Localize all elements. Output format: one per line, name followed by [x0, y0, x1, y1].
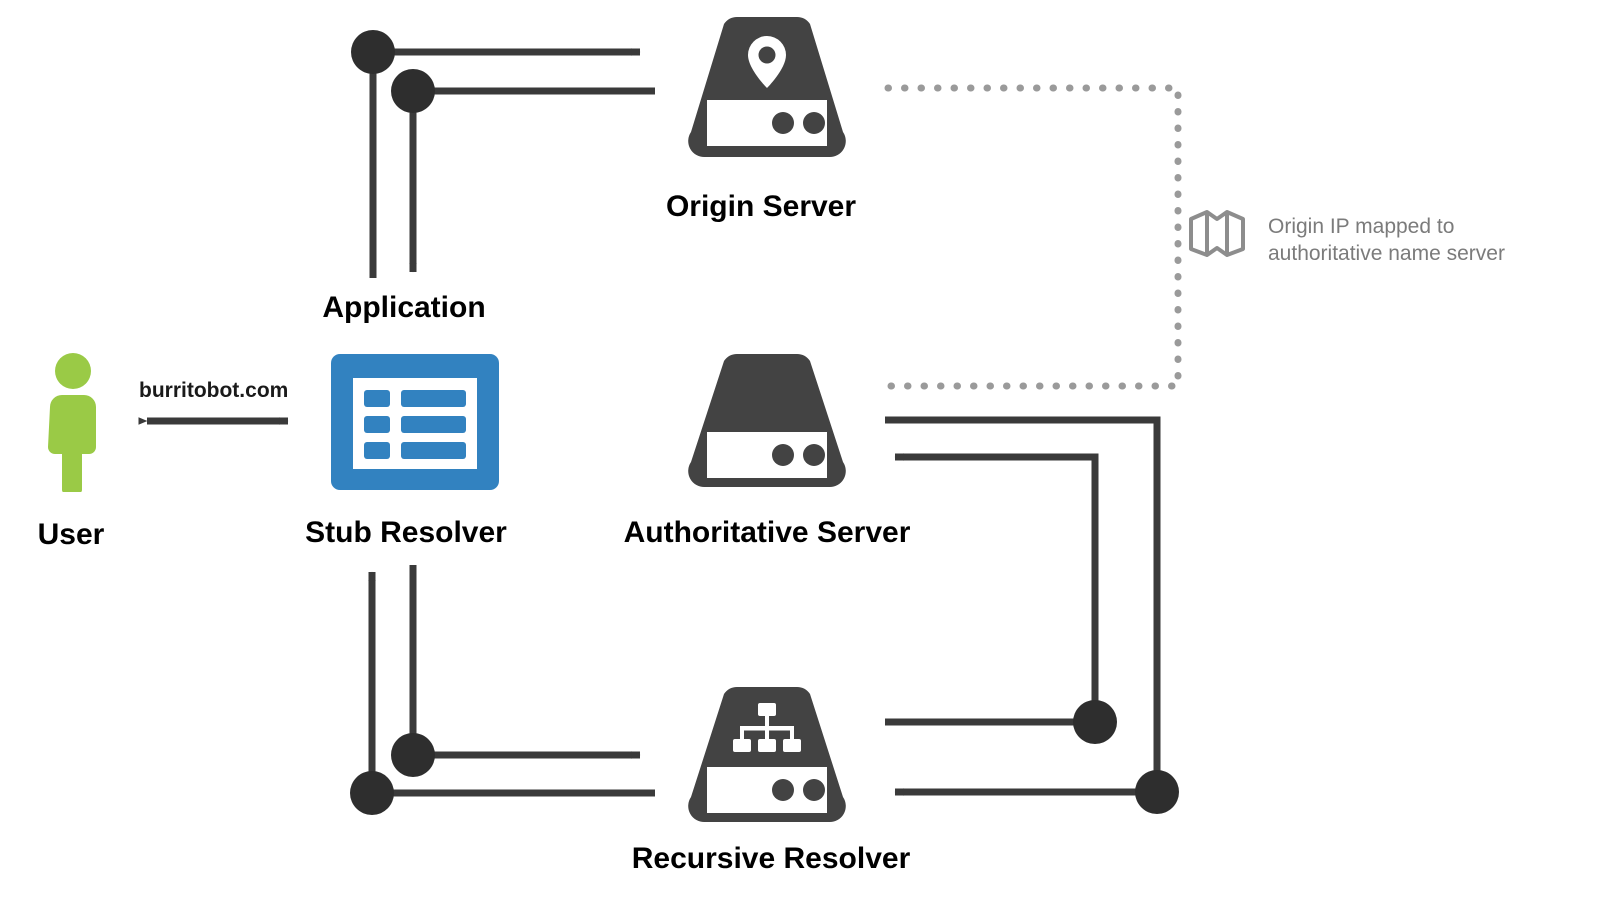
map-icon — [1188, 209, 1246, 257]
node-label-authoritative-server: Authoritative Server — [623, 516, 911, 549]
connection-recursive-to-authoritative — [885, 453, 1117, 744]
server-network-icon — [683, 684, 851, 824]
server-pin-icon — [683, 14, 851, 159]
connection-origin-ip-mapping — [884, 84, 1182, 390]
node-label-recursive-resolver: Recursive Resolver — [631, 842, 911, 875]
node-label-user: User — [37, 518, 105, 551]
connection-stub-to-recursive-query — [391, 565, 641, 777]
junction-dot — [1135, 770, 1179, 814]
node-label-application: Application — [322, 291, 486, 324]
person-icon — [38, 352, 108, 493]
node-label-origin-server: Origin Server — [665, 190, 857, 223]
connection-app-to-origin-request — [351, 30, 641, 278]
server-plain-icon — [683, 351, 851, 489]
list-window-icon — [331, 354, 499, 490]
junction-dot — [391, 69, 435, 113]
connection-origin-to-app-response — [391, 69, 655, 273]
junction-dot — [391, 733, 435, 777]
annotation-origin-ip-note: Origin IP mapped to authoritative name s… — [1268, 215, 1505, 265]
node-label-stub-resolver: Stub Resolver — [305, 516, 507, 549]
edge-label-burritobot: burritobot.com — [139, 379, 289, 402]
junction-dot — [351, 30, 395, 74]
connection-recursive-to-stub-answer — [350, 571, 655, 815]
junction-dot — [350, 771, 394, 815]
connection-authoritative-to-recursive — [885, 416, 1179, 814]
junction-dot — [1073, 700, 1117, 744]
